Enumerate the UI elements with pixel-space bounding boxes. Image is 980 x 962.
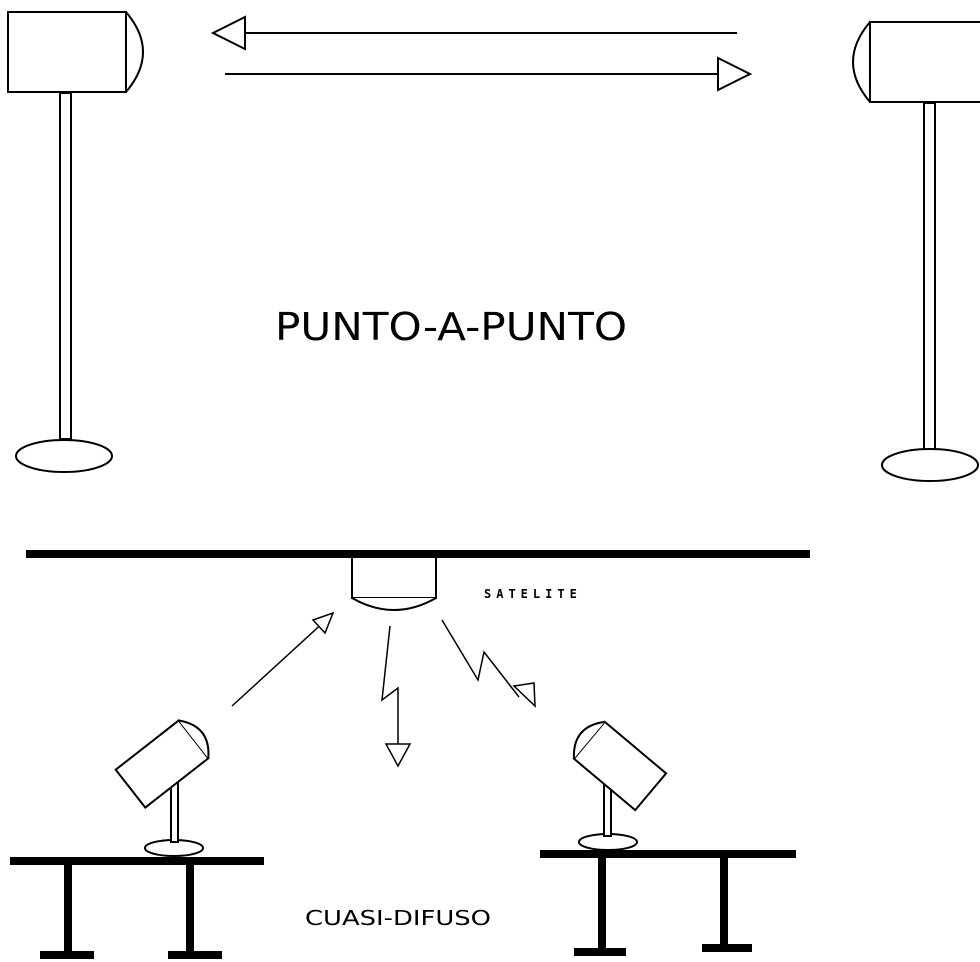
right-transceiver-box (869, 21, 980, 103)
left-stand-base (15, 439, 113, 473)
right-desk-transceiver (572, 720, 668, 851)
downlink-lightning-arrow-right (441, 619, 536, 708)
ceiling-line (26, 550, 810, 558)
right-table-leg-2 (720, 858, 728, 952)
left-desk-post (170, 779, 179, 843)
left-transceiver-lens (125, 11, 144, 93)
right-table-foot-2 (702, 944, 752, 952)
left-table (10, 857, 264, 959)
right-table-foot-1 (574, 948, 626, 956)
right-desk-head (572, 720, 668, 812)
left-table-foot-2 (168, 951, 222, 959)
satellite-body (351, 558, 437, 599)
satellite-dome (351, 597, 437, 611)
right-stand-pole (923, 102, 936, 452)
right-stand-base (881, 448, 979, 482)
right-table-leg-1 (598, 858, 606, 952)
left-transceiver-box (7, 11, 127, 93)
quasi-diffuse-label: CUASI-DIFUSO (305, 906, 491, 930)
uplink-arrow-head (311, 611, 335, 635)
satellite-label: SATELITE (484, 587, 582, 601)
right-transceiver-lens (852, 21, 871, 103)
downlink-right-bolt (441, 619, 520, 698)
left-desk-transceiver (114, 719, 210, 857)
arrow-left-head (210, 15, 246, 51)
right-table (540, 850, 796, 956)
right-stand-transceiver (852, 21, 980, 482)
downlink-lightning-arrow-center (381, 625, 412, 768)
arrow-right-head (717, 56, 753, 92)
left-table-leg-1 (64, 865, 72, 953)
downlink-center-head (384, 743, 412, 768)
satellite-reflector (351, 558, 437, 611)
uplink-arrow-shaft (231, 619, 327, 707)
left-table-leg-2 (186, 865, 194, 953)
point-to-point-label: PUNTO-A-PUNTO (275, 305, 627, 349)
left-table-foot-1 (40, 951, 94, 959)
downlink-center-bolt (381, 625, 399, 744)
bidirectional-link-arrows (210, 15, 753, 92)
uplink-arrow (231, 611, 335, 707)
downlink-right-head (512, 682, 536, 708)
left-desk-head (114, 719, 210, 809)
left-stand-pole (59, 92, 72, 440)
right-table-top (540, 850, 796, 858)
left-stand-transceiver (7, 11, 144, 473)
left-table-top (10, 857, 264, 865)
